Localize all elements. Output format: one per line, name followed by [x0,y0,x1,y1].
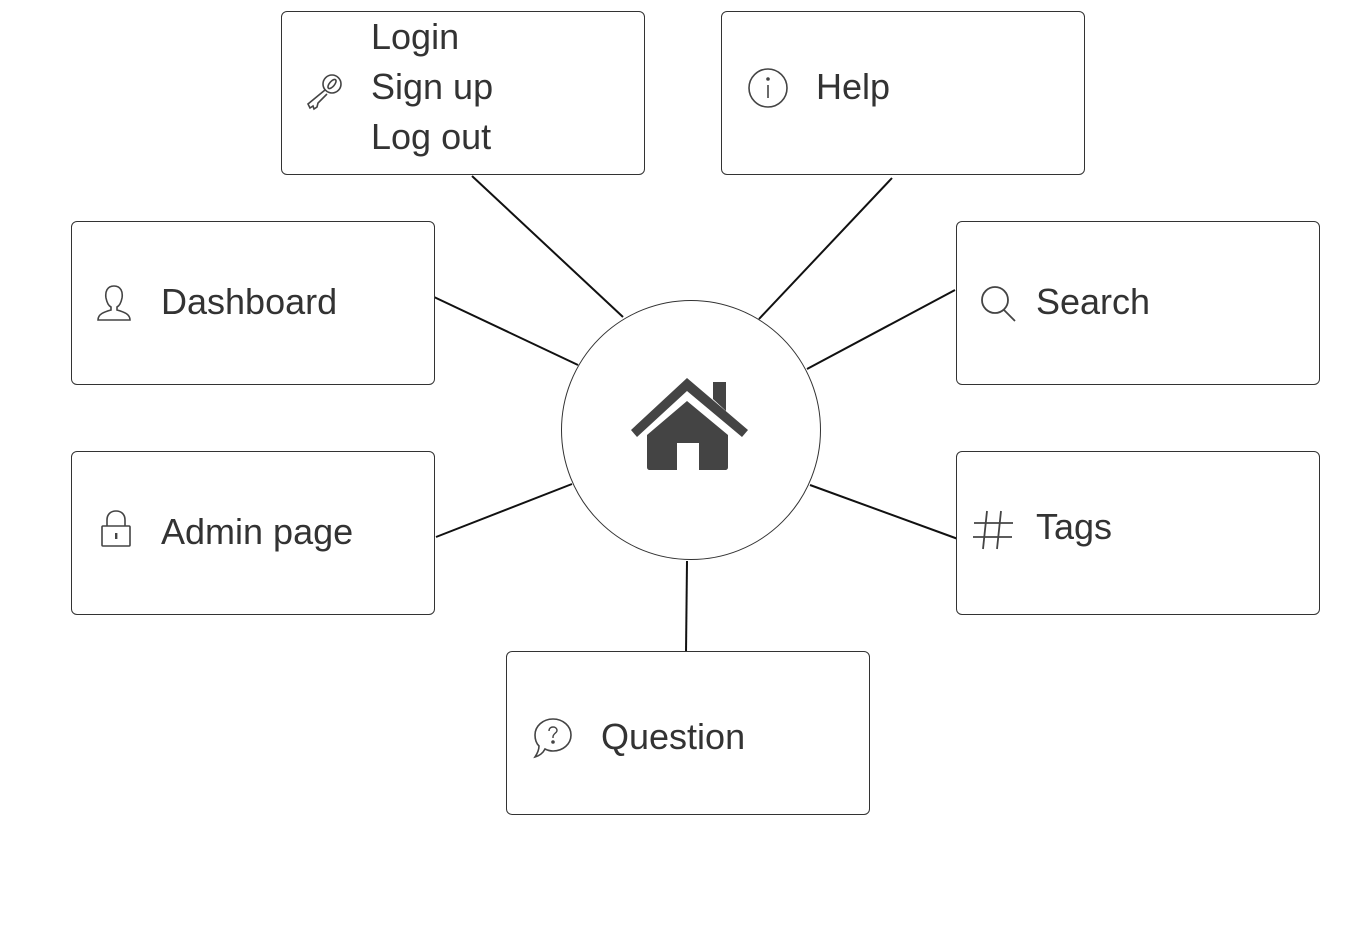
connector-tags [809,484,959,540]
home-hub[interactable] [561,300,821,560]
connector-dashboard [433,296,579,366]
key-icon [302,70,346,114]
user-icon [92,282,136,326]
question-bubble-icon [531,716,575,760]
help-label: Help [816,66,891,107]
node-help[interactable]: Help [721,11,1085,175]
tags-label: Tags [1036,506,1113,547]
dashboard-label: Dashboard [161,281,338,322]
search-icon [977,282,1021,326]
menu-item-login[interactable]: Login [371,16,460,57]
node-admin-page[interactable]: Admin page [71,451,435,615]
hash-icon [971,508,1015,552]
node-account[interactable]: Login Sign up Log out [281,11,645,175]
home-icon [631,378,748,470]
node-dashboard[interactable]: Dashboard [71,221,435,385]
node-question[interactable]: Question [506,651,870,815]
menu-item-log-out[interactable]: Log out [371,116,492,157]
connector-question [685,560,688,654]
connector-search [806,289,956,370]
connector-account [471,175,624,318]
menu-item-sign-up[interactable]: Sign up [371,66,494,107]
info-icon [746,66,790,110]
lock-icon [94,508,138,552]
connector-help [758,177,893,320]
admin-page-label: Admin page [161,511,354,552]
connector-admin [435,483,573,538]
question-label: Question [601,716,746,757]
search-label: Search [1036,281,1151,322]
node-tags[interactable]: Tags [956,451,1320,615]
node-search[interactable]: Search [956,221,1320,385]
